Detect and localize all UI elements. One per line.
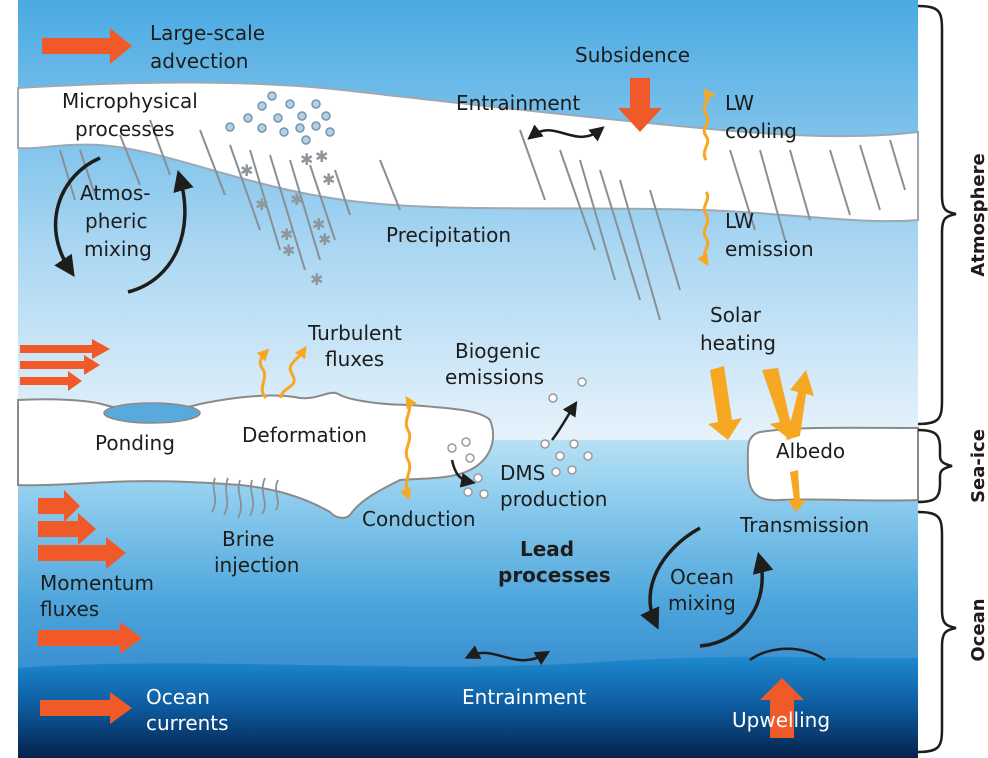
- label-atmos-mixing-1: Atmos-: [80, 181, 151, 205]
- label-biogenic-2: emissions: [445, 365, 544, 389]
- label-lead-2: processes: [498, 563, 611, 587]
- brace-ocean: [918, 512, 956, 752]
- svg-text:✱: ✱: [255, 195, 268, 214]
- melt-pond: [104, 403, 200, 423]
- label-precipitation: Precipitation: [386, 223, 511, 247]
- label-subsidence: Subsidence: [575, 43, 690, 67]
- section-braces: [918, 6, 956, 752]
- brace-atmosphere: [918, 6, 956, 424]
- label-turbulent-1: Turbulent: [307, 321, 402, 345]
- svg-text:✱: ✱: [310, 270, 323, 289]
- brace-sea-ice: [918, 430, 952, 502]
- label-dms-1: DMS: [500, 461, 545, 485]
- label-solar-1: Solar: [710, 303, 762, 327]
- label-brine-2: injection: [214, 553, 299, 577]
- svg-text:✱: ✱: [318, 230, 331, 249]
- label-conduction: Conduction: [362, 507, 476, 531]
- label-lead-1: Lead: [520, 537, 574, 561]
- label-momentum-1: Momentum: [40, 571, 154, 595]
- label-solar-2: heating: [700, 331, 776, 355]
- svg-text:✱: ✱: [322, 170, 335, 189]
- svg-text:✱: ✱: [300, 150, 313, 169]
- label-ocean: Ocean: [968, 598, 988, 661]
- label-entrainment-top: Entrainment: [456, 91, 580, 115]
- label-lw-cooling-1: LW: [725, 91, 754, 115]
- label-dms-2: production: [500, 487, 607, 511]
- label-microphysical-2: processes: [75, 117, 175, 141]
- svg-text:✱: ✱: [282, 241, 295, 260]
- label-atmos-mixing-3: mixing: [84, 237, 152, 261]
- svg-text:✱: ✱: [315, 147, 328, 166]
- label-momentum-2: fluxes: [40, 597, 99, 621]
- label-transmission: Transmission: [739, 513, 869, 537]
- label-albedo: Albedo: [776, 439, 845, 463]
- label-lw-cooling-2: cooling: [725, 119, 797, 143]
- svg-text:✱: ✱: [240, 161, 253, 180]
- label-large-scale-1: Large-scale: [150, 21, 265, 45]
- svg-text:✱: ✱: [290, 190, 303, 209]
- label-lw-emission-1: LW: [725, 209, 754, 233]
- label-lw-emission-2: emission: [725, 237, 814, 261]
- label-microphysical-1: Microphysical: [62, 89, 198, 113]
- label-atmos-mixing-2: pheric: [85, 209, 147, 233]
- label-ocean-currents-1: Ocean: [146, 685, 210, 709]
- label-brine-1: Brine: [222, 527, 274, 551]
- label-biogenic-1: Biogenic: [455, 339, 541, 363]
- label-ocean-mixing-2: mixing: [668, 591, 736, 615]
- label-ocean-currents-2: currents: [146, 711, 229, 735]
- label-large-scale-2: advection: [150, 49, 248, 73]
- label-turbulent-2: fluxes: [325, 347, 384, 371]
- label-atmosphere: Atmosphere: [968, 153, 988, 276]
- label-sea-ice: Sea-ice: [968, 429, 988, 503]
- label-entrainment-bottom: Entrainment: [462, 685, 586, 709]
- label-upwelling: Upwelling: [732, 708, 830, 732]
- label-ponding: Ponding: [95, 431, 175, 455]
- label-ocean-mixing-1: Ocean: [670, 565, 734, 589]
- label-deformation: Deformation: [242, 423, 367, 447]
